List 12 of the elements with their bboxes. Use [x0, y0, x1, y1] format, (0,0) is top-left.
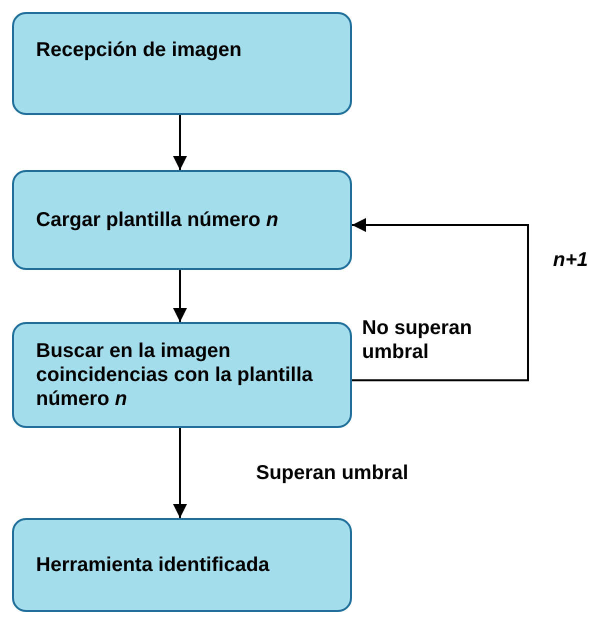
arrow [352, 218, 529, 382]
process-box [12, 322, 352, 428]
process-box [12, 170, 352, 270]
step-text: Cargar plantilla número n [36, 208, 278, 232]
arrow [173, 270, 187, 322]
process-box [12, 12, 352, 115]
step-text: Recepción de imagen [36, 38, 242, 62]
step-text: Buscar en la imagen coincidencias con la plantilla número n [36, 339, 314, 411]
arrow [173, 115, 187, 170]
arrow [173, 428, 187, 518]
step-text: Herramienta identificada [36, 553, 270, 577]
process-box [12, 518, 352, 612]
